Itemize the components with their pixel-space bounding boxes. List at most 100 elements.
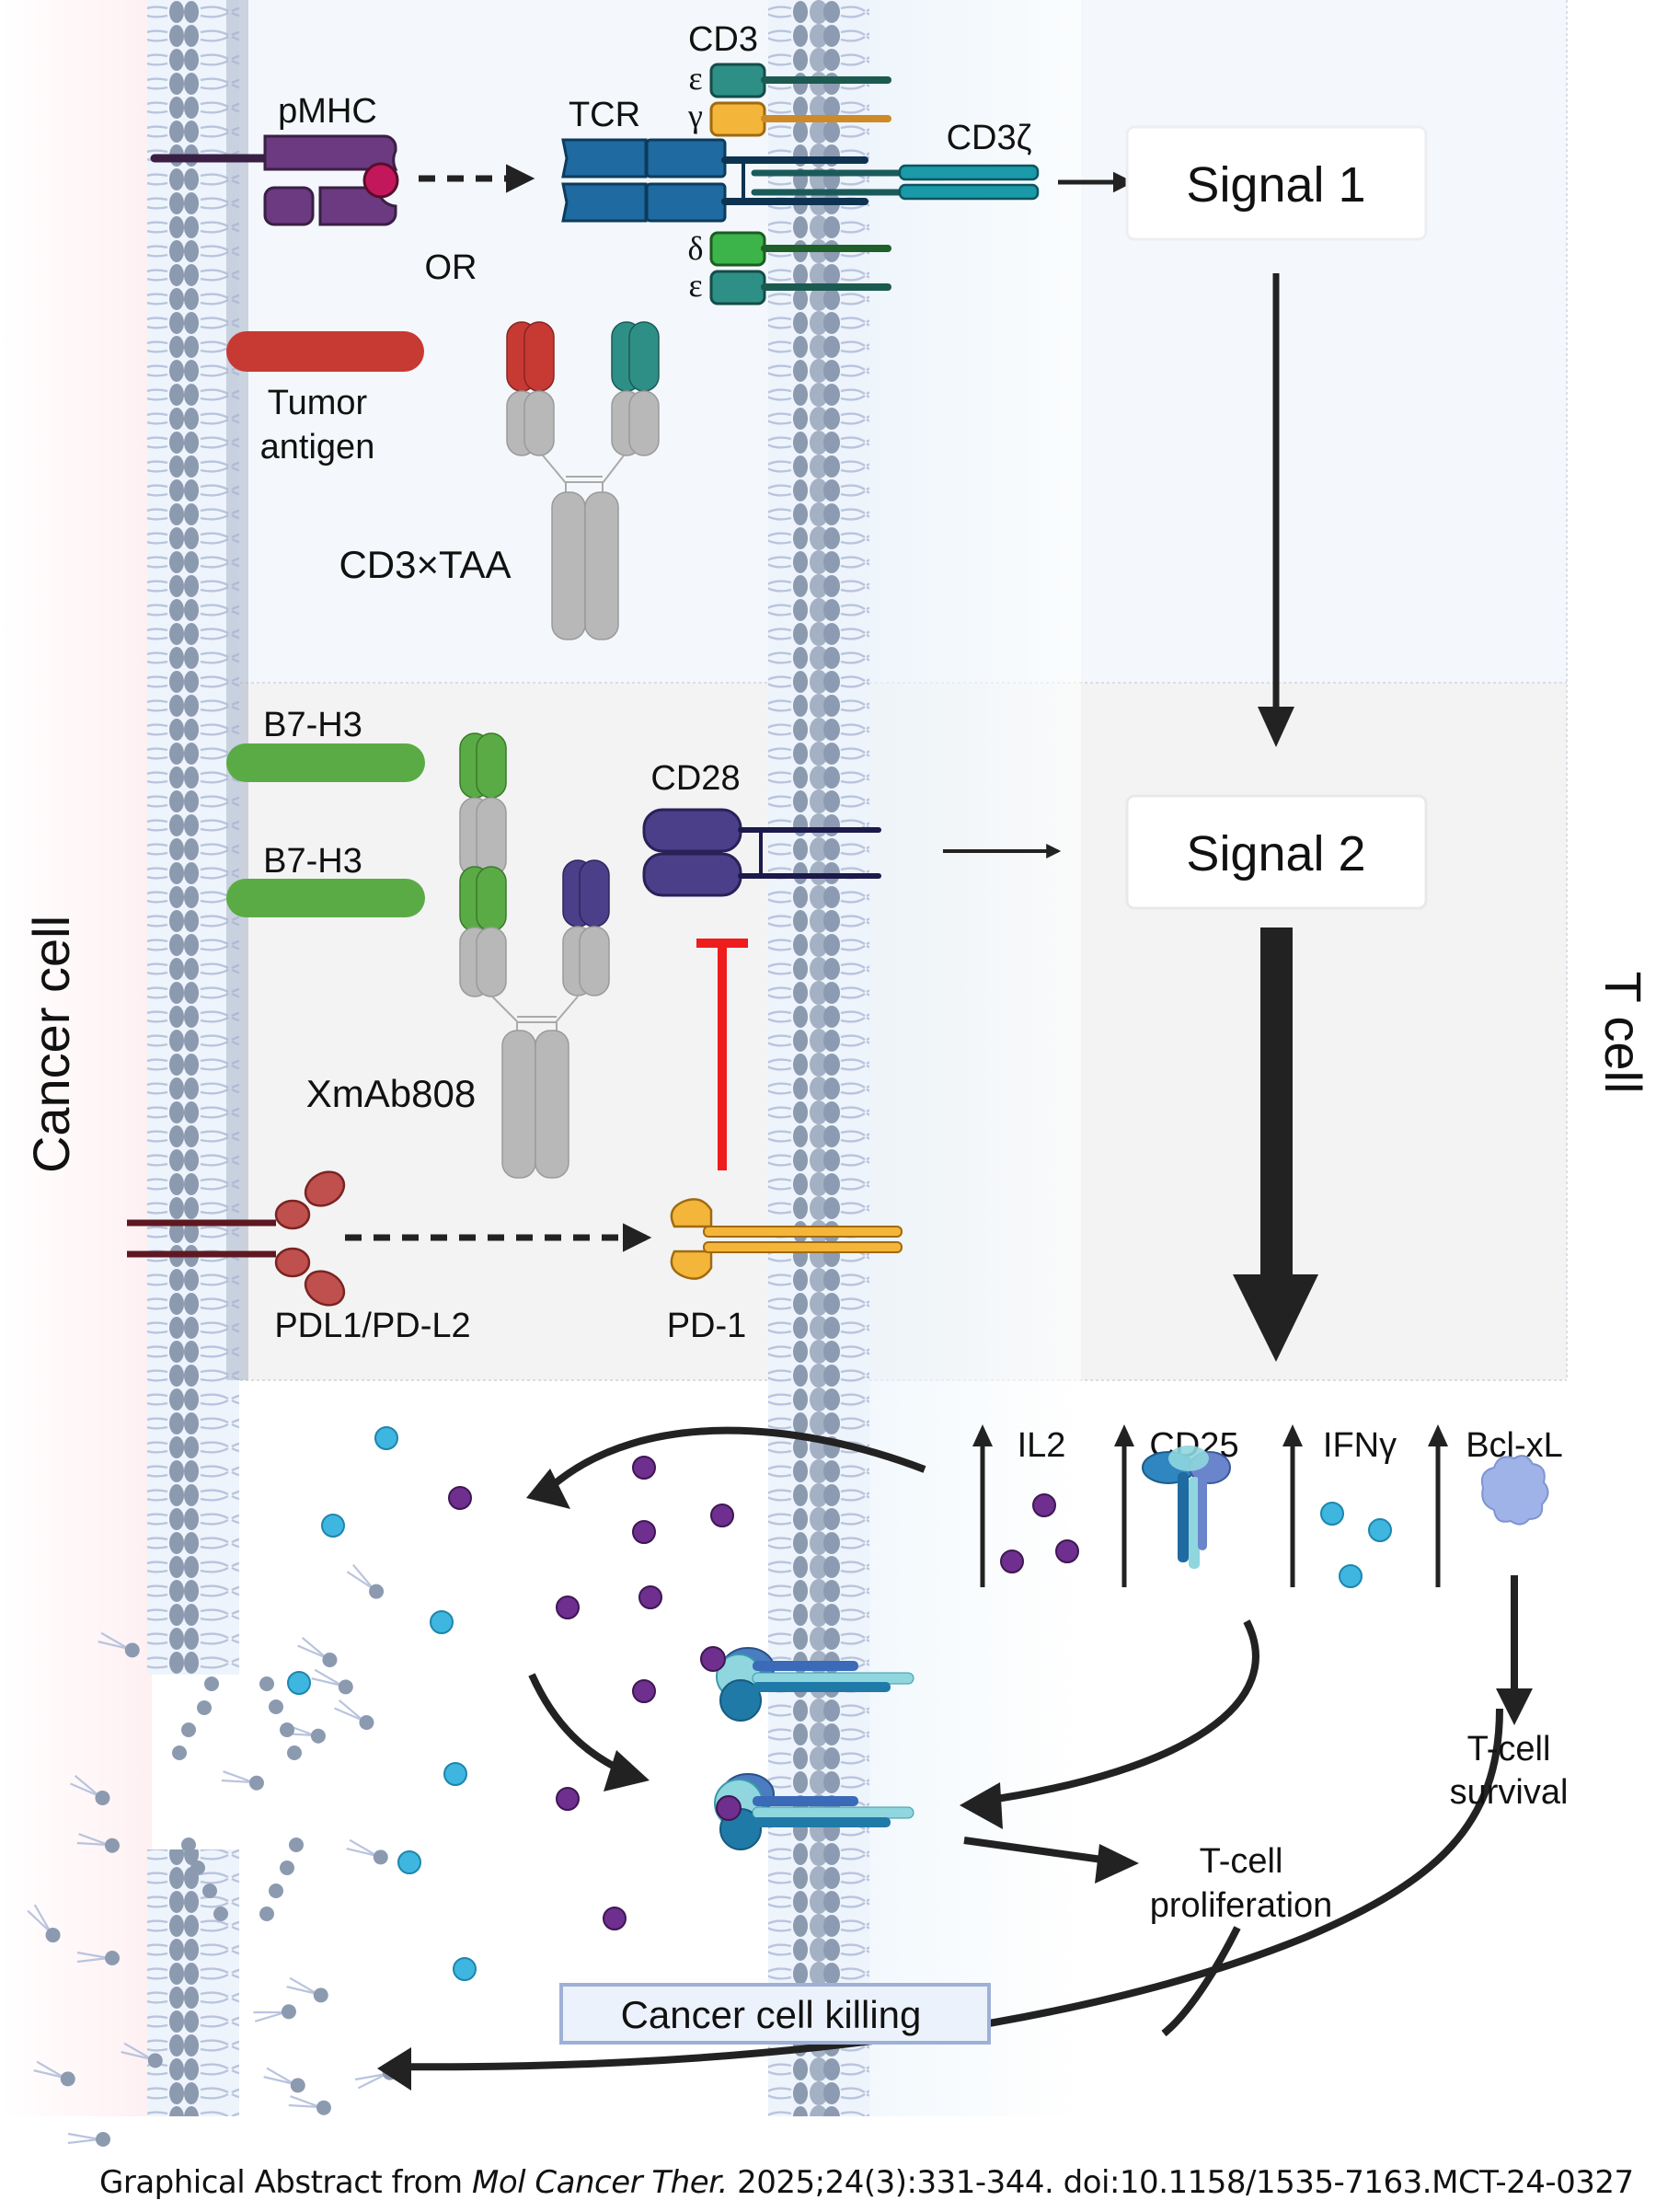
tcr-complex [561,138,1040,223]
tcr-label: TCR [569,96,640,134]
or-label: OR [425,248,477,287]
cd3-delta-label: δ [688,230,704,267]
tumor-antigen-label-line2: antigen [260,428,375,467]
il2-molecule [632,1679,656,1703]
lipid-fragment [76,1833,120,1853]
il2-release-arrow [549,1426,926,1490]
membrane-bead [269,1699,283,1714]
lipid-fragment [288,2095,331,2115]
survival-label-line2: survival [1450,1773,1569,1812]
ifng-molecule [287,1671,311,1695]
il2-label: IL2 [1018,1426,1066,1465]
proliferation-label-line2: proliferation [1150,1886,1333,1925]
pmhc-label: pMHC [278,92,377,131]
lipid-fragment [76,1951,120,1965]
lipid-fragment [33,2060,75,2087]
il2-molecule [632,1520,656,1544]
cd25-receptor-icon [1142,1446,1231,1569]
cancer-cell-killing-label: Cancer cell killing [621,1993,922,2036]
upregulation-arrow-cd25 [1114,1424,1134,1587]
signal2-to-outcomes-arrow [1233,927,1318,1362]
membrane-bead [280,1722,294,1737]
membrane-bead [202,1884,217,1898]
il2-molecule [556,1596,580,1619]
cancer-cell-background [0,0,152,2116]
membrane-bead [181,1722,196,1737]
lipid-fragment [98,1631,140,1658]
receptor-to-proliferation-arrow [963,1837,1110,1864]
lipid-fragment [311,1668,353,1695]
bclxl-protein-icon [1480,1455,1549,1526]
cd3-epsilon-bottom-label: ε [688,267,702,304]
il2-molecule [1032,1493,1056,1517]
cd3-label: CD3 [688,20,758,59]
ifng-molecule [374,1426,398,1450]
pdl-label: PDL1/PD-L2 [274,1307,470,1345]
upregulation-arrows [972,1424,1448,1587]
tumor-antigen-icon [226,331,424,372]
cytokine-molecules [287,1426,1392,1981]
pmhc-complex [150,134,399,226]
b7h3-bottom-label: B7-H3 [263,842,362,881]
lipid-fragment [253,2004,296,2022]
membrane-bead [190,1861,205,1875]
cd3-epsilon-top-label: ε [688,60,702,97]
lipid-fragment [346,1563,385,1599]
membrane-bead [259,1676,274,1691]
t-cell-label: T cell [1594,972,1652,1094]
membrane-bead [269,1884,283,1898]
cancer-cell-membrane [147,0,248,2116]
lipid-fragment [297,1636,338,1667]
citation-details: 2025;24(3):331-344. doi:10.1158/1535-716… [727,2164,1634,2201]
b7h3-top-label: B7-H3 [263,706,362,744]
signal2-label: Signal 2 [1186,826,1365,881]
membrane-bead [172,1745,187,1760]
lipid-fragment [67,2132,110,2147]
membrane-bead [289,1838,304,1852]
ifng-molecule [321,1514,345,1538]
proliferation-label-line1: T-cell [1200,1842,1283,1881]
pd1-label: PD-1 [667,1307,747,1345]
pdl1-pdl2-ligand [127,1170,346,1307]
ifng-molecule [1339,1564,1363,1588]
signal1-box: Signal 1 [1125,125,1428,241]
cd3xtaa-antibody [506,321,660,640]
membrane-bead [287,1745,302,1760]
membrane-bead [259,1907,274,1921]
upregulation-arrow-ifn- [1282,1424,1303,1587]
cd3-subunits [709,63,891,305]
pd1-receptor [670,1198,903,1280]
il2-molecule [556,1787,580,1811]
cd3-zeta-chain [898,164,1040,181]
membrane-bead [197,1700,212,1715]
citation-journal: Mol Cancer Ther. [471,2164,728,2201]
ifng-molecule [430,1610,454,1634]
cancer-cell-killing-box: Cancer cell killing [559,1983,991,2045]
lipid-fragment [221,1770,264,1791]
il2-molecule [638,1585,662,1609]
proliferation-to-killing-arrow [1161,1926,1241,2037]
membrane-rupture-debris [27,1563,397,2147]
ifng-molecule [397,1850,421,1874]
tumor-antigen-label-line1: Tumor [268,384,368,422]
feedback-arrows [385,1426,1518,2071]
cd25-to-receptor-arrow [983,1619,1259,1804]
membrane-bead [204,1676,219,1691]
ifng-molecule [1368,1518,1392,1542]
lipid-fragment [263,2067,305,2093]
signal1-label: Signal 1 [1186,157,1365,213]
upregulation-arrow-bcl-xl [1428,1424,1448,1587]
xmab808-antibody [459,732,610,1179]
t-cell-membrane [768,0,869,2116]
ifng-molecule [453,1957,477,1981]
il2-binding-arrow [528,1673,616,1770]
signal2-box: Signal 2 [1125,794,1428,910]
membrane-bead [280,1861,294,1875]
lipid-fragment [286,1976,328,2003]
arrowheads [377,1469,1533,2091]
citation-prefix: Graphical Abstract from [99,2164,472,2201]
cd3xtaa-label: CD3×TAA [339,543,511,586]
il2-receptor-upper [700,1646,914,1722]
il2-molecule [603,1907,627,1930]
